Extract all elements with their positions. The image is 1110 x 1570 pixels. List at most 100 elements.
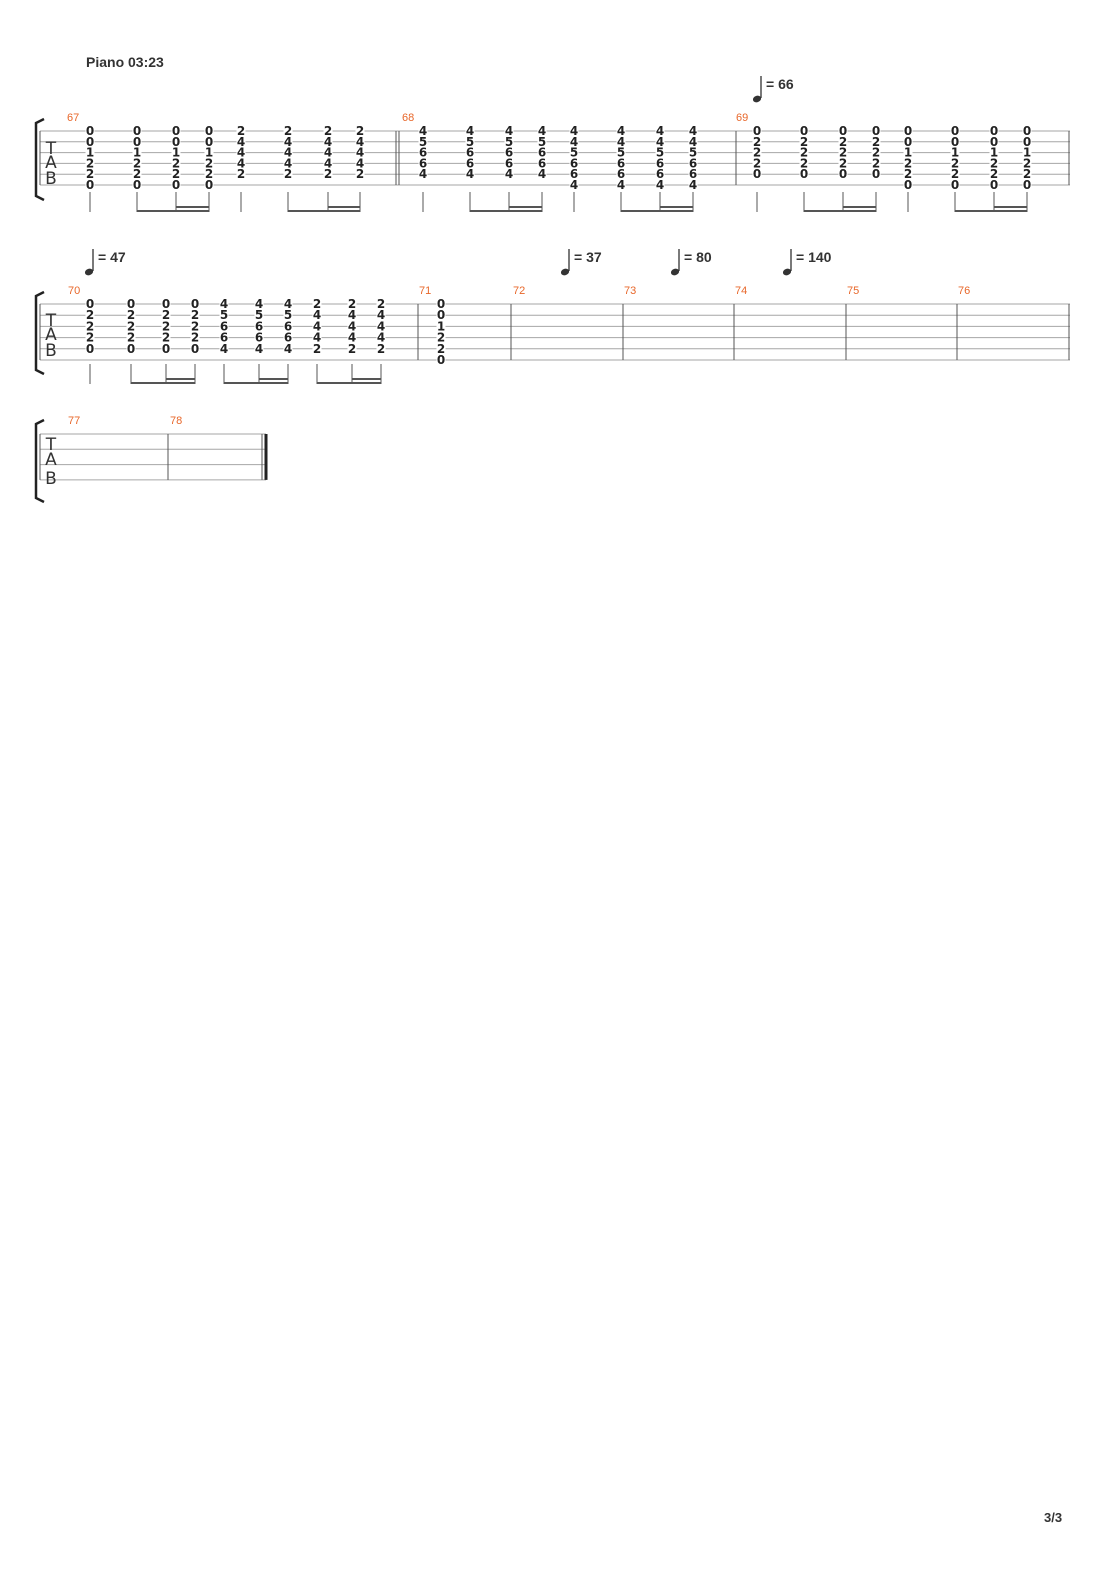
fret-number: 2: [904, 156, 912, 170]
fret-mask: [126, 309, 136, 321]
fret-number: 6: [255, 331, 263, 345]
quarter-note-icon: [84, 268, 94, 276]
fret-mask: [161, 309, 171, 321]
fret-number: 6: [656, 156, 664, 170]
fret-mask: [418, 146, 428, 158]
sixteenth-beam: [352, 378, 381, 380]
fret-mask: [465, 146, 475, 158]
fret-mask: [838, 125, 848, 136]
fret-mask: [799, 135, 809, 147]
fret-number: 4: [466, 124, 474, 138]
fret-number: 2: [437, 342, 445, 356]
fret-number: 4: [617, 178, 625, 192]
fret-mask: [376, 320, 386, 332]
fret-mask: [1022, 135, 1032, 147]
fret-mask: [950, 168, 960, 180]
fret-mask: [171, 157, 181, 169]
fret-mask: [950, 146, 960, 158]
fret-mask: [871, 157, 881, 169]
fret-number: 2: [872, 156, 880, 170]
fret-number: 4: [538, 124, 546, 138]
fret-number: 6: [538, 156, 546, 170]
fret-number: 5: [689, 146, 697, 160]
fret-number: 6: [220, 331, 228, 345]
fret-number: 5: [220, 308, 228, 322]
fret-number: 4: [617, 135, 625, 149]
fret-mask: [283, 342, 293, 354]
fret-number: 2: [951, 156, 959, 170]
fret-mask: [312, 298, 322, 309]
tab-clef-letter: A: [45, 153, 57, 173]
fret-number: 2: [951, 167, 959, 181]
fret-mask: [989, 179, 999, 190]
fret-mask: [465, 157, 475, 169]
fret-mask: [85, 331, 95, 343]
fret-number: 6: [466, 156, 474, 170]
fret-number: 2: [86, 308, 94, 322]
fret-mask: [161, 320, 171, 332]
sixteenth-beam: [994, 206, 1027, 208]
fret-mask: [989, 157, 999, 169]
fret-number: 2: [284, 124, 292, 138]
eighth-beam: [317, 382, 381, 384]
fret-number: 2: [800, 146, 808, 160]
tempo-marking: = 80: [670, 249, 712, 276]
fret-mask: [436, 342, 446, 354]
fret-number: 4: [313, 331, 321, 345]
fret-number: 2: [753, 146, 761, 160]
fret-number: 0: [133, 135, 141, 149]
fret-number: 6: [419, 156, 427, 170]
fret-mask: [347, 320, 357, 332]
measure-number: 70: [68, 285, 80, 297]
fret-mask: [688, 157, 698, 169]
fret-mask: [126, 320, 136, 332]
fret-mask: [204, 125, 214, 136]
fret-number: 6: [505, 146, 513, 160]
fret-number: 0: [839, 124, 847, 138]
fret-number: 4: [356, 156, 364, 170]
fret-mask: [655, 168, 665, 180]
fret-number: 0: [951, 135, 959, 149]
fret-number: 6: [466, 146, 474, 160]
tab-clef-letter: A: [45, 325, 57, 345]
fret-number: 2: [127, 331, 135, 345]
fret-mask: [355, 157, 365, 169]
fret-mask: [418, 135, 428, 147]
fret-number: 0: [162, 342, 170, 356]
fret-number: 4: [570, 124, 578, 138]
fret-number: 2: [162, 308, 170, 322]
fret-number: 4: [356, 135, 364, 149]
fret-number: 4: [689, 135, 697, 149]
fret-mask: [161, 331, 171, 343]
fret-number: 4: [348, 308, 356, 322]
fret-number: 1: [172, 146, 180, 160]
fret-mask: [283, 298, 293, 309]
fret-mask: [204, 157, 214, 169]
fret-mask: [85, 168, 95, 180]
fret-number: 0: [904, 135, 912, 149]
eighth-beam: [288, 210, 360, 212]
fret-number: 1: [133, 146, 141, 160]
fret-number: 0: [172, 135, 180, 149]
measure-number: 76: [958, 285, 970, 297]
fret-number: 6: [689, 156, 697, 170]
fret-number: 2: [377, 342, 385, 356]
fret-mask: [903, 146, 913, 158]
fret-number: 2: [237, 167, 245, 181]
sixteenth-beam: [166, 378, 195, 380]
fret-mask: [569, 146, 579, 158]
tempo-value: = 140: [796, 249, 832, 265]
fret-number: 4: [284, 156, 292, 170]
tempo-value: = 47: [98, 249, 126, 265]
measure-number: 67: [67, 112, 79, 124]
fret-mask: [126, 298, 136, 309]
fret-number: 4: [220, 342, 228, 356]
fret-mask: [989, 135, 999, 147]
fret-mask: [838, 135, 848, 147]
fret-mask: [85, 179, 95, 190]
fret-number: 2: [86, 167, 94, 181]
fret-number: 6: [656, 167, 664, 181]
fret-mask: [171, 179, 181, 190]
fret-mask: [132, 135, 142, 147]
fret-mask: [312, 331, 322, 343]
